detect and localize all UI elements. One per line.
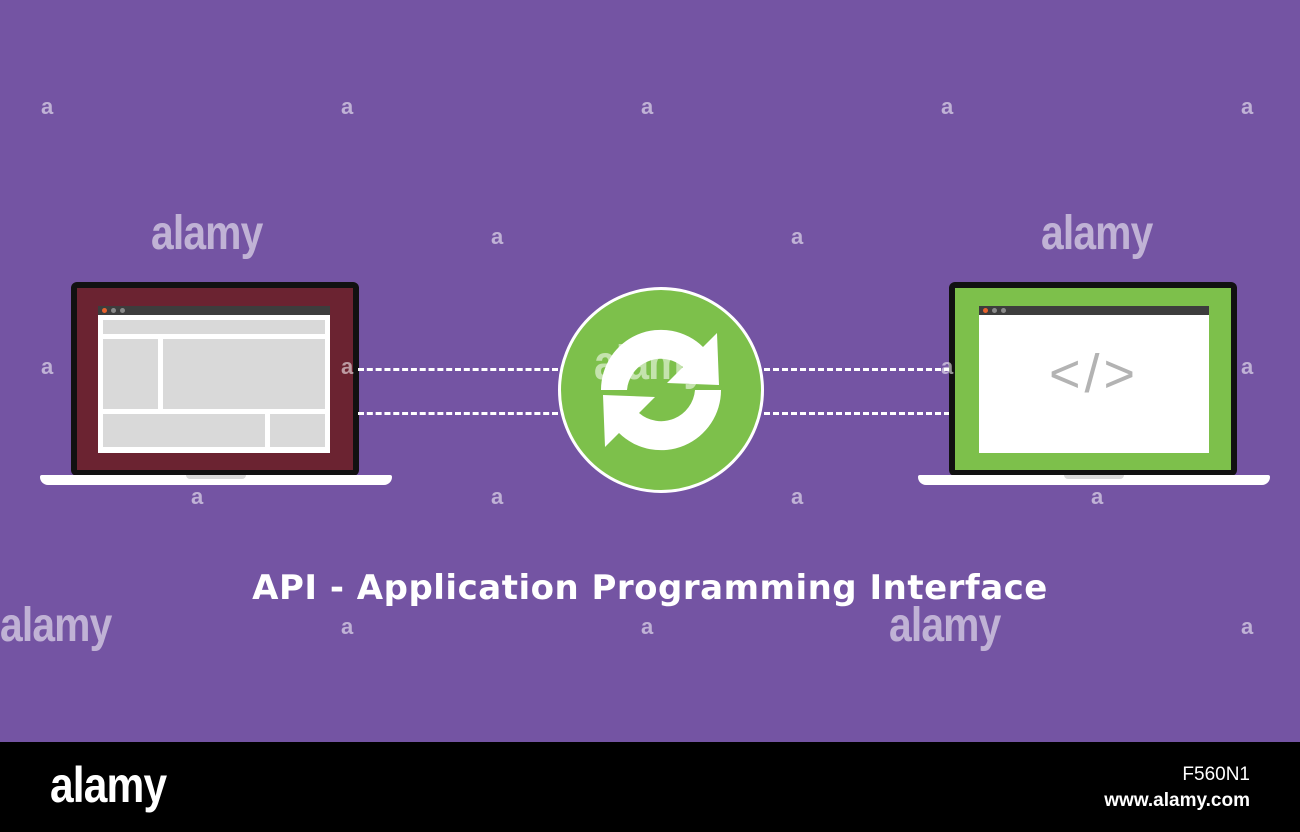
left-laptop-notch [186, 475, 246, 479]
close-dot-icon [983, 308, 988, 313]
footer-bar: alamy F560N1 www.alamy.com [0, 742, 1300, 832]
watermark-mark: a [791, 224, 804, 249]
layout-wireframe-icon [98, 315, 330, 453]
minimize-dot-icon [111, 308, 116, 313]
watermark-mark: a [341, 94, 354, 119]
left-laptop-base [40, 475, 392, 485]
right-laptop: </> [918, 282, 1270, 488]
connector-left-bottom [358, 412, 558, 415]
watermark-mark: a [1241, 94, 1254, 119]
watermark-mark: a [491, 224, 504, 249]
watermark-mark: a [341, 614, 354, 639]
wireframe-sidebar-block [103, 339, 158, 409]
watermark-mark: a [1241, 614, 1254, 639]
right-laptop-notch [1064, 475, 1124, 479]
wireframe-header-block [103, 320, 325, 334]
alamy-logo: alamy [50, 757, 167, 813]
watermark-logo: alamy [151, 207, 263, 260]
connector-right-top [764, 368, 950, 371]
wireframe-footer-block [103, 414, 265, 447]
connector-right-bottom [764, 412, 950, 415]
maximize-dot-icon [1001, 308, 1006, 313]
wireframe-footer-aside-block [270, 414, 325, 447]
site-url: www.alamy.com [1104, 790, 1250, 811]
right-laptop-base [918, 475, 1270, 485]
code-window: </> [979, 315, 1209, 453]
watermark-mark: a [41, 94, 54, 119]
watermark-mark: a [941, 94, 954, 119]
watermark-mark: a [491, 484, 504, 509]
watermark-logo: alamy [1041, 207, 1153, 260]
watermark-mark: a [641, 94, 654, 119]
wireframe-main-block [163, 339, 325, 409]
code-icon: </> [1048, 344, 1140, 404]
watermark-mark: a [791, 484, 804, 509]
right-browser-bar [979, 306, 1209, 315]
maximize-dot-icon [120, 308, 125, 313]
diagram-canvas: </> API - Application Programming Interf… [0, 94, 1270, 652]
diagram-caption: API - Application Programming Interface [252, 568, 1048, 608]
image-id: F560N1 [1182, 764, 1250, 785]
watermark-mark: a [641, 614, 654, 639]
sync-arrows-icon [600, 329, 722, 451]
sync-circle [558, 287, 764, 493]
close-dot-icon [102, 308, 107, 313]
minimize-dot-icon [992, 308, 997, 313]
connector-left-top [358, 368, 558, 371]
left-browser-bar [98, 306, 330, 315]
left-laptop [40, 282, 392, 488]
